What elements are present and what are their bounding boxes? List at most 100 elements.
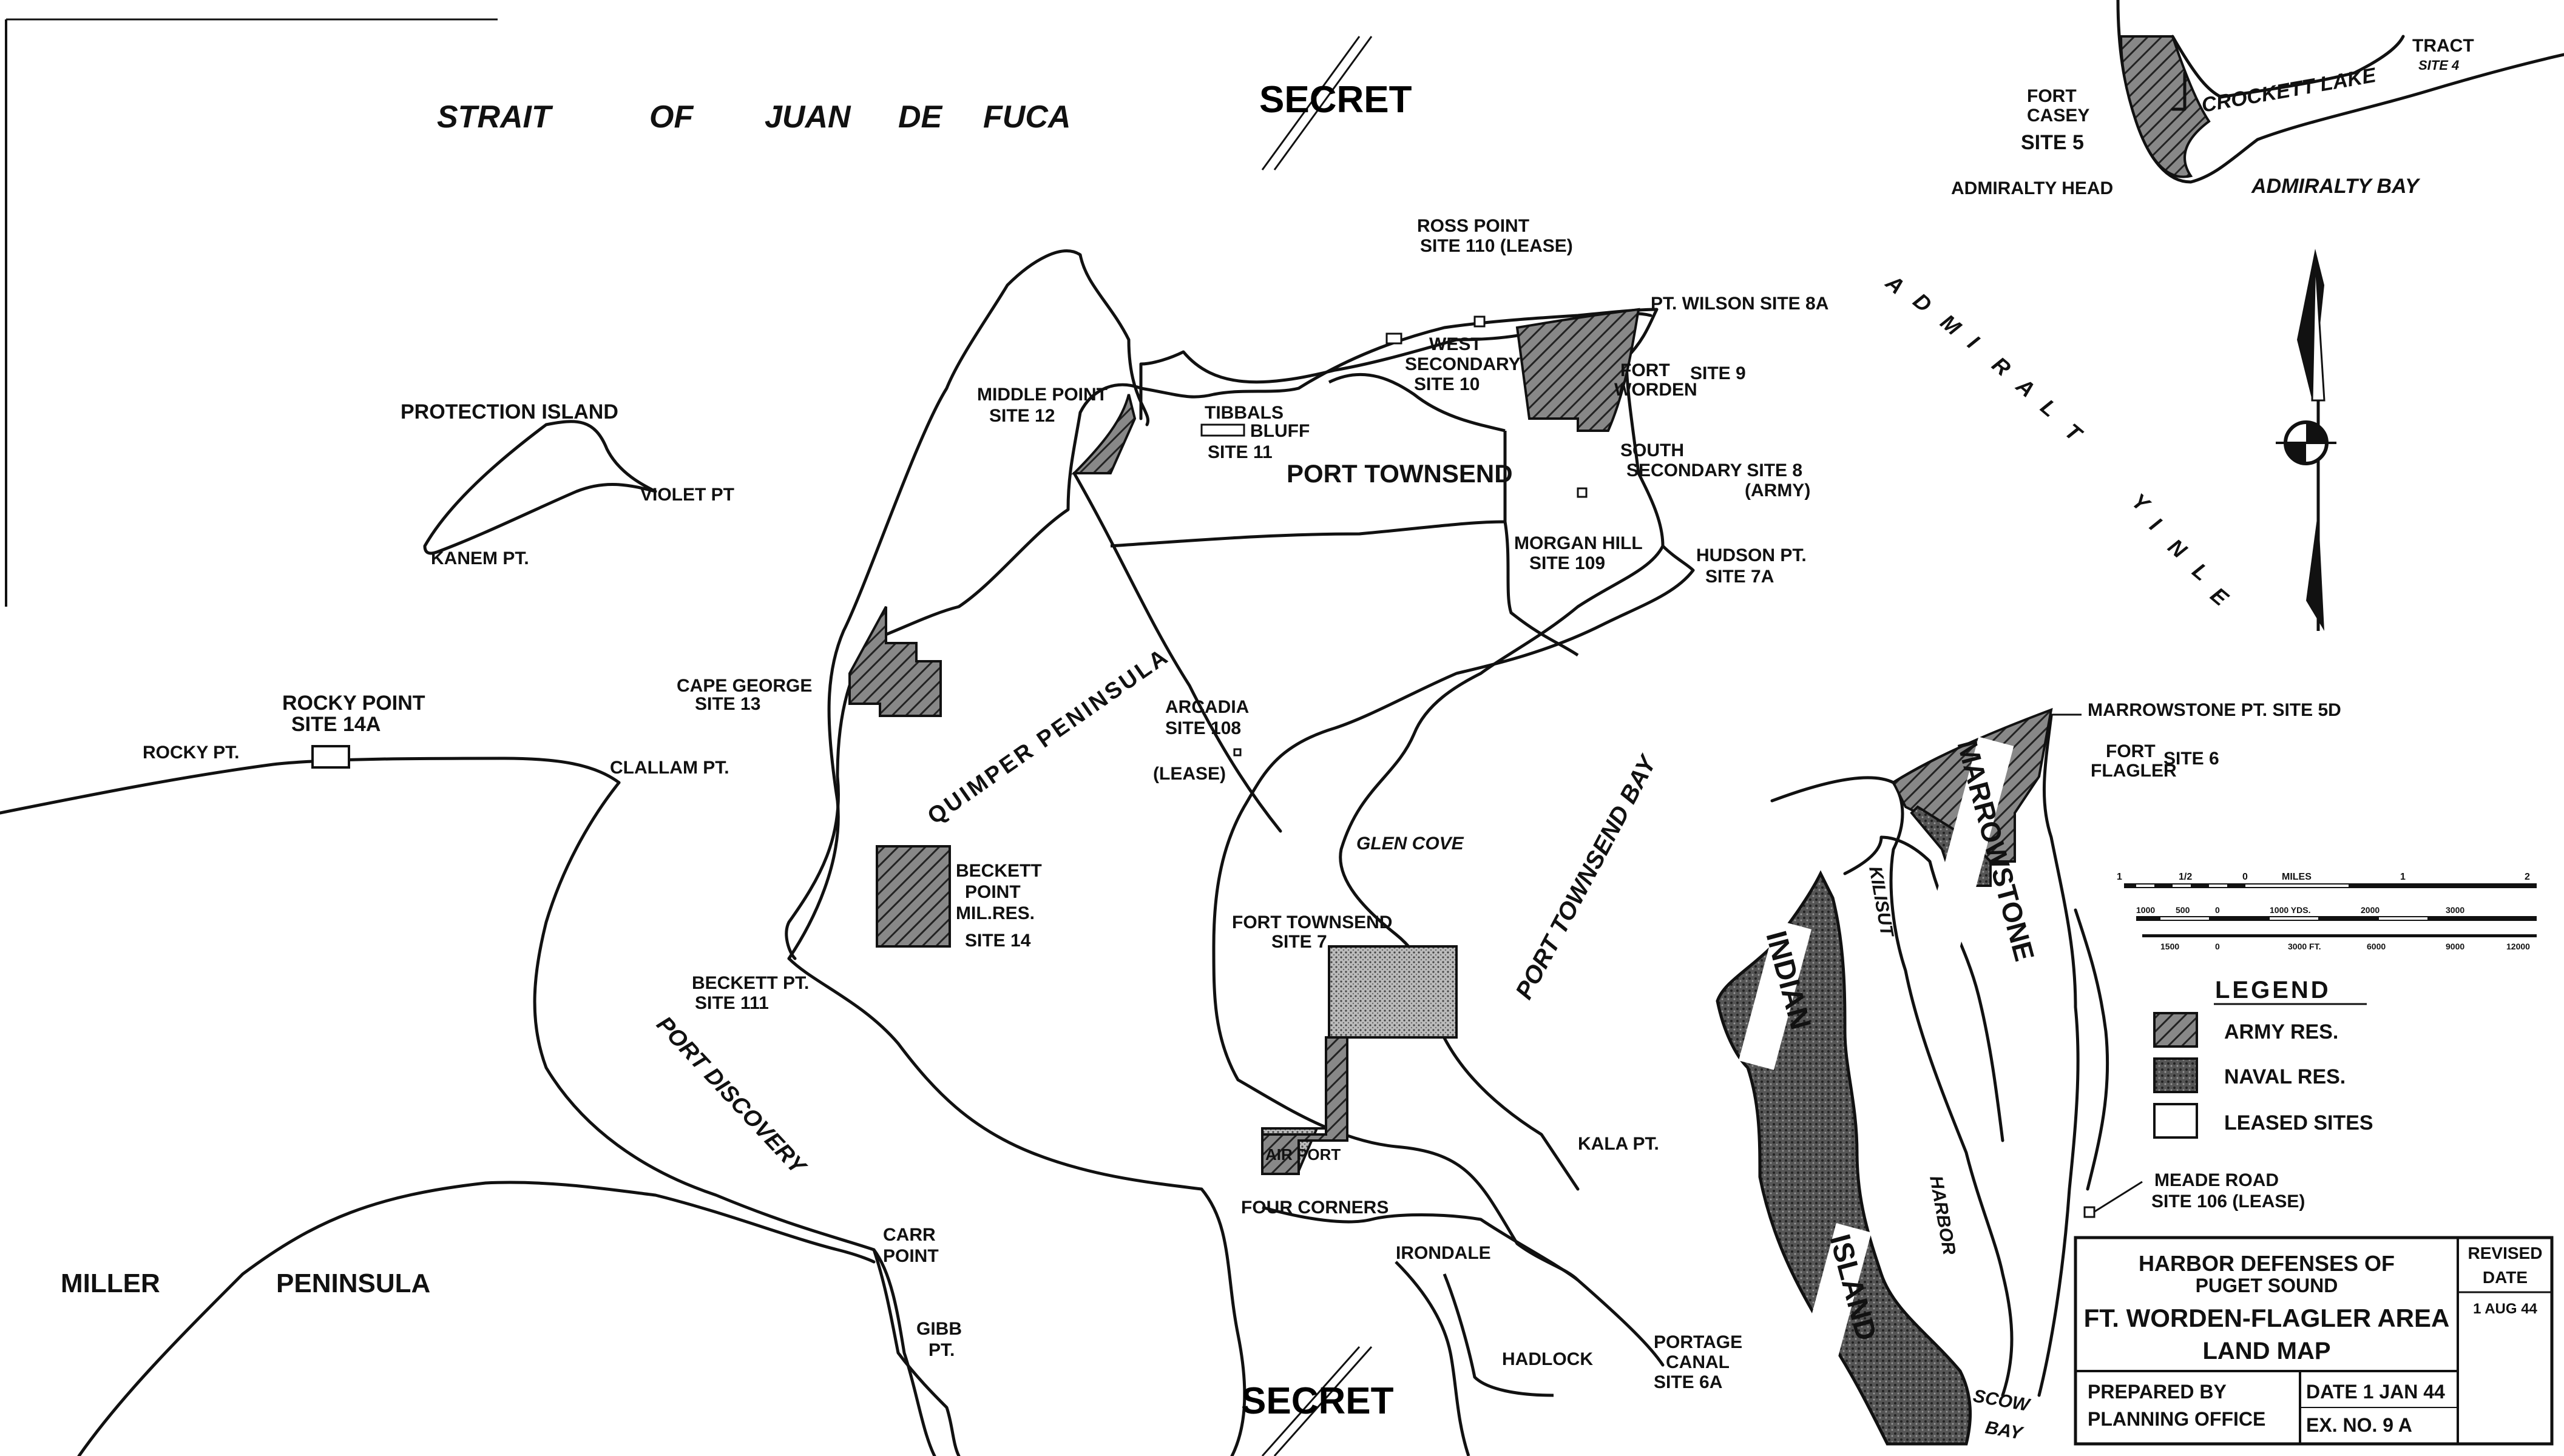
marrowstone-pt-label: MARROWSTONE PT. SITE 5D: [2088, 700, 2341, 720]
scale-tick-mile-1: 1: [2400, 872, 2406, 882]
site-9-label: SITE 9: [1690, 363, 1746, 383]
svg-text:L: L: [2036, 394, 2062, 422]
quimper-peninsula-label: QUIMPER PENINSULA: [923, 643, 1174, 829]
rocky-pt-label: ROCKY PT.: [143, 743, 239, 763]
middle-point-label: MIDDLE POINT: [977, 385, 1108, 405]
site-14a-marker: [311, 745, 350, 769]
road-four-corners: [1262, 1205, 1579, 1397]
port-discovery-label: PORT DISCOVERY: [651, 1011, 811, 1181]
svg-text:M: M: [1936, 309, 1966, 340]
site-108-label: SITE 108: [1165, 718, 1241, 738]
scale-yds-1000b: 1000 YDS.: [2270, 905, 2310, 915]
site-10-marker: [1385, 332, 1402, 345]
revised-label-2: DATE: [2483, 1268, 2528, 1287]
svg-text:R: R: [1987, 352, 2015, 381]
legend-title: LEGEND: [2215, 977, 2331, 1003]
scale-ft-1500: 1500: [2160, 942, 2179, 951]
clallam-pt-label: CLALLAM PT.: [610, 758, 729, 778]
fort-flagler-2-label: FLAGLER: [2091, 761, 2177, 781]
carr-label: CARR: [883, 1225, 936, 1245]
worden-label: WORDEN: [1614, 380, 1697, 400]
svg-text:T: T: [2060, 419, 2088, 447]
scale-yds-1000: 1000: [2136, 905, 2155, 915]
road-port-townsend: [1110, 372, 1579, 657]
classification-bottom: SECRET: [1241, 1380, 1394, 1422]
revised-date: 1 AUG 44: [2473, 1301, 2537, 1317]
bay-label: BAY: [1984, 1417, 2026, 1444]
scale-yds-500: 500: [2176, 905, 2190, 915]
gibb-pt-label: PT.: [929, 1340, 955, 1360]
hudson-pt-label: HUDSON PT.: [1696, 545, 1807, 565]
admiralty-head-line: [2171, 71, 2187, 111]
crockett-lake-label: CROCKETT LAKE: [2200, 64, 2378, 117]
title-line-3: FT. WORDEN-FLAGLER AREA: [2084, 1304, 2450, 1332]
exhibit-number: EX. NO. 9 A: [2306, 1414, 2412, 1436]
scale-ft-3000: 3000 FT.: [2288, 942, 2321, 951]
site-4-label: SITE 4: [2418, 58, 2459, 73]
site-106-marker: [2083, 1206, 2096, 1218]
discovery-bay-west: [533, 781, 936, 1456]
north-shore: [1078, 308, 1665, 548]
title-line-1: HARBOR DEFENSES OF: [2139, 1251, 2395, 1276]
site-14-label: SITE 14: [965, 931, 1031, 951]
scale-miles-label: MILES: [2282, 872, 2312, 882]
portage-label: PORTAGE: [1654, 1332, 1742, 1352]
secondary-site-8-label: SECONDARY SITE 8: [1626, 460, 1802, 480]
crockett-lake-shore: [2171, 35, 2405, 99]
site-110-label: SITE 110 (LEASE): [1420, 236, 1573, 256]
svg-text:D: D: [1909, 288, 1937, 317]
svg-text:E: E: [2206, 582, 2234, 611]
site-5-label: SITE 5: [2021, 131, 2084, 154]
fort-townsend-label: FORT TOWNSEND: [1232, 912, 1392, 932]
scale-bar: [2124, 883, 2537, 937]
fort-townsend-res: [1261, 945, 1458, 1172]
scale-tick-0: 0: [2242, 872, 2248, 882]
road-hadlock: [1395, 1261, 1470, 1456]
rocky-point-label: ROCKY POINT: [282, 692, 425, 715]
gibb-label: GIBB: [916, 1319, 962, 1339]
site-108-marker: [1233, 748, 1242, 757]
kala-pt-label: KALA PT.: [1578, 1134, 1659, 1154]
site-6a-label: SITE 6A: [1654, 1372, 1722, 1392]
ross-point-label: ROSS POINT: [1417, 216, 1529, 236]
lease-108-label: (LEASE): [1153, 764, 1226, 784]
carr-inlet: [872, 1248, 961, 1456]
title-block: [2074, 1236, 2554, 1446]
fort-flagler-1-label: FORT: [2106, 741, 2156, 761]
north-arrow: [2276, 249, 2336, 631]
title-line-4: LAND MAP: [2202, 1338, 2330, 1364]
arcadia-label: ARCADIA: [1165, 697, 1249, 717]
scow-label: SCOW: [1972, 1386, 2032, 1415]
army-label: (ARMY): [1745, 480, 1810, 500]
west-label: WEST: [1429, 334, 1482, 354]
strait-word-4: DE: [898, 99, 943, 135]
admiralty-head-label: ADMIRALTY HEAD: [1951, 178, 2113, 198]
protection-island: [423, 420, 657, 555]
legend-army-swatch: [2153, 1012, 2198, 1048]
east-mainland: [2074, 908, 2109, 1191]
site-110-marker: [1473, 315, 1486, 328]
casey-label: CASEY: [2027, 106, 2089, 126]
meade-road-label: MEADE ROAD: [2154, 1170, 2279, 1190]
svg-text:A: A: [1881, 269, 1909, 299]
planning-office: PLANNING OFFICE: [2088, 1408, 2265, 1430]
admiralty-bay-label: ADMIRALTY BAY: [2251, 175, 2421, 198]
legend-army-label: ARMY RES.: [2224, 1020, 2338, 1043]
scale-ft-9000: 9000: [2446, 942, 2464, 951]
site-13-label: SITE 13: [695, 694, 760, 714]
cape-george-label: CAPE GEORGE: [677, 676, 812, 696]
prepared-by: PREPARED BY: [2088, 1381, 2227, 1403]
site-14a-label: SITE 14A: [291, 713, 381, 736]
peninsula-label: PENINSULA: [276, 1269, 430, 1298]
site-11-marker: [1200, 423, 1245, 437]
scale-yds-2000: 2000: [2361, 905, 2380, 915]
legend-leased-label: LEASED SITES: [2224, 1111, 2373, 1134]
scale-yds-0: 0: [2215, 905, 2220, 915]
air-port-res: [1261, 1036, 1348, 1175]
kanem-pt-label: KANEM PT.: [431, 548, 529, 568]
port-townsend-bay-west: [1339, 544, 1665, 1191]
tract-label: TRACT: [2412, 36, 2474, 56]
morgan-hill-label: MORGAN HILL: [1514, 533, 1643, 553]
site-111-label: SITE 111: [695, 993, 769, 1013]
site-12-label: SITE 12: [989, 406, 1055, 426]
